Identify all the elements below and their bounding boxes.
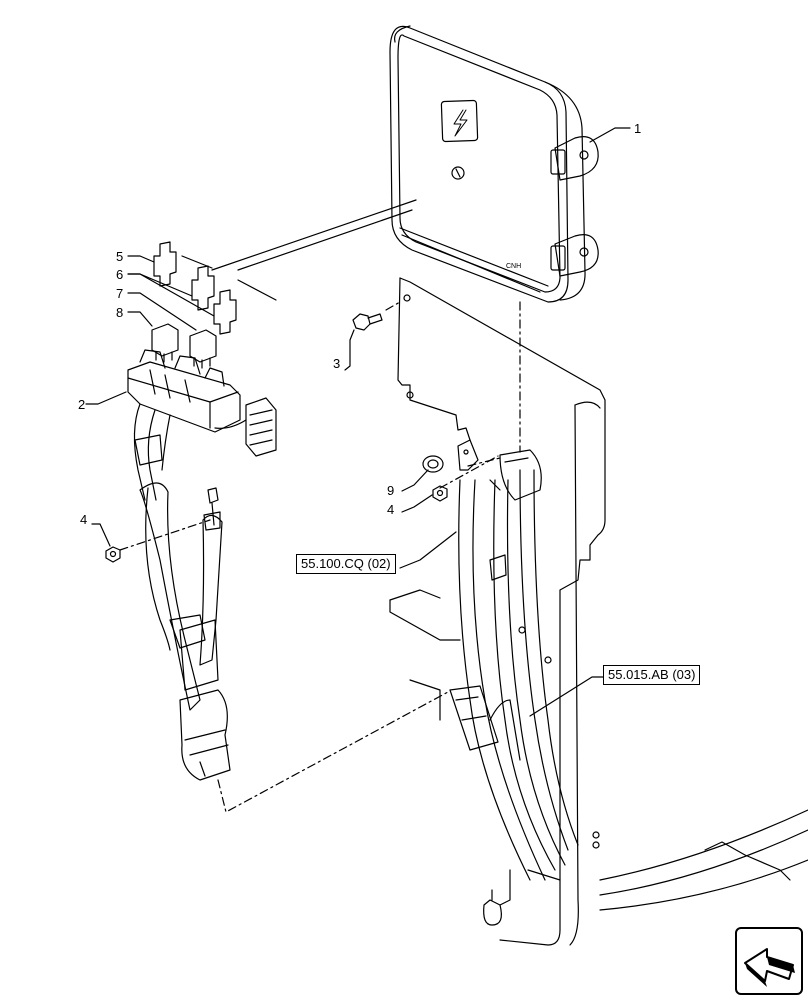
detail-lines	[181, 199, 417, 301]
control-module: CNH	[389, 25, 599, 303]
callout-6: 6	[116, 267, 123, 282]
callout-9: 9	[387, 483, 394, 498]
arrow-icon	[744, 948, 795, 987]
bolt-3	[352, 313, 383, 331]
callout-4a: 4	[80, 512, 87, 527]
leader-lines	[85, 127, 631, 717]
callout-1: 1	[634, 121, 641, 136]
callout-8: 8	[116, 305, 123, 320]
projection-lines	[119, 301, 521, 813]
svg-text:CNH: CNH	[506, 263, 521, 270]
bracket-harness	[449, 439, 808, 911]
mounting-bracket	[389, 277, 606, 946]
fuse-6	[191, 265, 237, 335]
callout-4b: 4	[387, 502, 394, 517]
reference-55-100-cq[interactable]: 55.100.CQ (02)	[296, 554, 396, 574]
fuse-harness	[127, 349, 277, 781]
relay-8	[151, 323, 179, 363]
navigation-button[interactable]	[735, 927, 803, 995]
nut-4-right	[432, 485, 448, 502]
fuse-5	[153, 241, 177, 287]
callout-7: 7	[116, 286, 123, 301]
callout-2: 2	[78, 397, 85, 412]
reference-55-015-ab[interactable]: 55.015.AB (03)	[603, 665, 701, 685]
callout-5: 5	[116, 249, 123, 264]
nut-4-left	[105, 546, 121, 563]
relay-7	[189, 329, 217, 369]
nut-9	[422, 455, 444, 473]
callout-3: 3	[333, 356, 340, 371]
